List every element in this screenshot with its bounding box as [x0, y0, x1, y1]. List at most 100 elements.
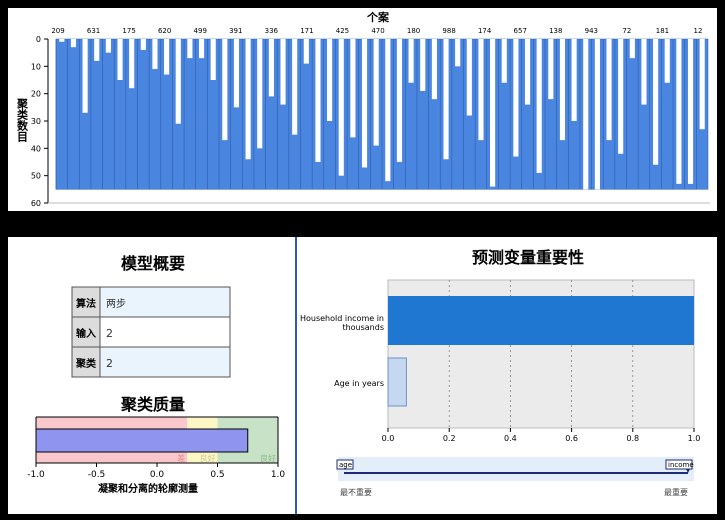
model-summary-table: 算法 两步 输入 2 聚类 2	[71, 286, 231, 378]
icicle-gap	[583, 39, 589, 190]
summary-label: 算法	[75, 297, 96, 310]
icicle-gap	[641, 39, 647, 105]
icicle-gap	[198, 39, 205, 59]
icicle-gap	[152, 39, 158, 70]
summary-row-inputs: 输入 2	[71, 316, 231, 348]
case-label: 181	[656, 27, 669, 35]
quality-tick-label: 0.0	[150, 470, 165, 480]
icicle-gap	[653, 39, 659, 165]
icicle-gap	[420, 39, 426, 91]
summary-value: 2	[106, 357, 113, 370]
importance-tick-label: 0.8	[626, 434, 639, 443]
quality-tick-label: -0.5	[88, 470, 106, 480]
icicle-gap	[303, 39, 309, 64]
icicle-gap	[164, 39, 170, 75]
importance-bar-income	[388, 296, 694, 345]
icicle-gap	[175, 39, 181, 124]
case-label: 988	[442, 27, 455, 35]
icicle-gap	[373, 39, 379, 146]
case-label: 171	[300, 27, 313, 35]
icicle-gap	[350, 39, 356, 138]
icicle-gap	[478, 39, 484, 141]
icicle-gap	[140, 39, 146, 50]
importance-chart: Household income in thousands Age in yea…	[300, 279, 701, 443]
model-viewer-panel: 模型概要 算法 两步 输入 2 聚类 2 聚类质量	[8, 237, 717, 514]
quality-zone-label: 差	[177, 453, 185, 463]
icicle-gap	[676, 39, 682, 184]
icicle-gap	[222, 39, 228, 141]
icicle-gap	[664, 39, 670, 83]
case-label: 620	[158, 27, 171, 35]
icicle-gap	[629, 39, 635, 59]
case-label: 138	[549, 27, 562, 35]
case-label: 180	[407, 27, 420, 35]
case-label: 72	[622, 27, 631, 35]
icicle-gap	[385, 39, 391, 182]
silhouette-bar	[35, 428, 249, 453]
importance-tick-label: 0.0	[382, 434, 395, 443]
icicle-gap	[94, 39, 100, 61]
model-summary-title: 模型概要	[121, 254, 185, 273]
summary-value: 2	[106, 327, 113, 340]
case-label: 209	[51, 27, 64, 35]
importance-bar-age	[387, 357, 407, 407]
summary-value: 两步	[106, 298, 126, 310]
case-label: 174	[478, 27, 492, 35]
y-tick-label: 50	[31, 172, 41, 181]
cluster-quality-title: 聚类质量	[120, 395, 185, 414]
summary-row-algorithm: 算法 两步	[71, 286, 231, 318]
y-tick-label: 0	[36, 35, 41, 44]
icicle-gap	[431, 39, 437, 100]
icicle-gap	[606, 39, 612, 141]
case-label: 12	[694, 27, 703, 35]
quality-axis-title: 凝聚和分离的轮廓测量	[98, 482, 198, 495]
model-viewer: 模型概要 算法 两步 输入 2 聚类 2 聚类质量	[27, 237, 701, 514]
icicle-gap	[233, 39, 240, 108]
legend-tag-age: age	[339, 461, 352, 469]
icicle-gap	[257, 39, 263, 149]
y-tick-label: 40	[31, 144, 41, 153]
icicle-gap	[443, 39, 449, 160]
icicle-gap	[280, 39, 286, 105]
case-label: 175	[122, 27, 135, 35]
icicle-gap	[490, 39, 496, 187]
case-label: 499	[194, 27, 207, 35]
legend-least-important: 最不重要	[340, 487, 372, 497]
quality-tick-label: 1.0	[271, 470, 286, 480]
icicle-gap	[455, 39, 461, 67]
x-axis-title: 个案	[366, 10, 390, 24]
case-label: 470	[371, 27, 384, 35]
icicle-gap	[187, 39, 193, 59]
case-label: 657	[514, 27, 527, 35]
icicle-gap	[699, 39, 705, 130]
icicle-gap	[594, 39, 600, 190]
icicle-gap	[82, 39, 88, 113]
icicle-gap	[315, 39, 321, 162]
case-label: 336	[265, 27, 279, 35]
icicle-gap	[536, 39, 542, 173]
icicle-gap	[571, 39, 577, 121]
case-label: 631	[87, 27, 100, 35]
icicle-gap	[70, 39, 77, 48]
legend-tag-income: income	[668, 461, 694, 469]
importance-tick-label: 0.2	[443, 434, 456, 443]
icicle-gap	[361, 39, 368, 168]
importance-label-income-cont: thousands	[342, 323, 384, 332]
icicle-gap	[292, 39, 298, 135]
icicle-gap	[618, 39, 624, 154]
importance-tick-label: 1.0	[688, 434, 701, 443]
y-axis-title: 聚类数目	[16, 98, 30, 143]
summary-label: 输入	[76, 327, 96, 340]
icicle-gap	[513, 39, 519, 157]
quality-zone-label: 良好	[260, 453, 276, 463]
icicle-gap	[129, 39, 135, 89]
icicle-gap	[687, 39, 694, 184]
icicle-gap	[559, 39, 566, 141]
